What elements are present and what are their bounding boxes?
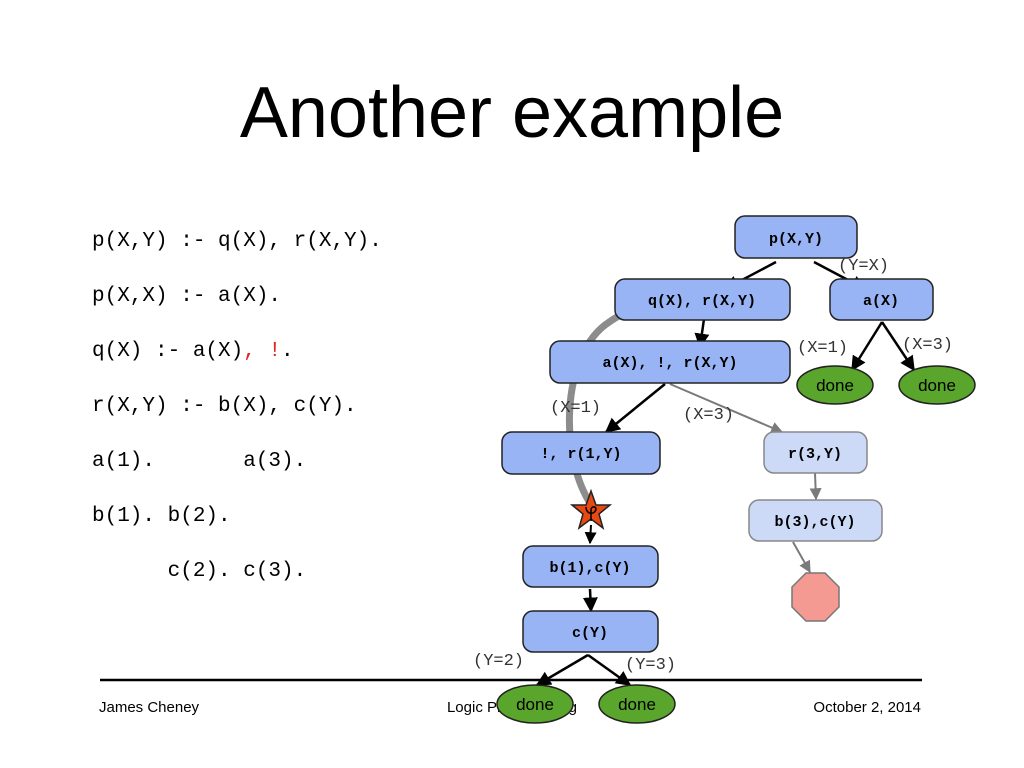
svg-text:a(X): a(X) xyxy=(863,293,899,310)
program-line-7: c(2). c(3). xyxy=(92,560,307,583)
node-conj: q(X), r(X,Y) xyxy=(614,278,791,321)
node-root: p(X,Y) xyxy=(734,215,858,259)
program-line-3: q(X) :- a(X), !. xyxy=(92,340,294,363)
cut-symbol-icon xyxy=(585,506,597,521)
svg-text:q(X), r(X,Y): q(X), r(X,Y) xyxy=(648,293,756,310)
svg-text:done: done xyxy=(816,376,854,395)
label-y3: (Y=3) xyxy=(625,656,676,675)
edge-conj2-cut xyxy=(604,383,666,433)
edge-conj2-r3y xyxy=(669,383,784,434)
svg-text:done: done xyxy=(516,695,554,714)
svg-text:done: done xyxy=(618,695,656,714)
footer-date: October 2, 2014 xyxy=(813,699,921,716)
label-y-eq-x: (Y=X) xyxy=(838,257,889,276)
edge-r3y-b3c xyxy=(809,472,822,501)
label-y2: (Y=2) xyxy=(473,652,524,671)
edge-ax-done2 xyxy=(880,321,916,372)
node-ax: a(X) xyxy=(829,278,934,321)
done-leaf-1: done xyxy=(796,365,874,405)
node-conj2: a(X), !, r(X,Y) xyxy=(549,340,791,384)
node-b1c: b(1),c(Y) xyxy=(522,545,659,588)
svg-text:c(Y): c(Y) xyxy=(572,625,608,642)
cut-annotation: , ! xyxy=(243,340,282,363)
edge-ax-done1 xyxy=(850,321,884,372)
label-x3-right: (X=3) xyxy=(902,336,953,355)
done-leaf-4: done xyxy=(598,684,676,724)
fail-stop-icon xyxy=(791,572,840,622)
label-x1-right: (X=1) xyxy=(797,339,848,358)
node-cut-r: !, r(1,Y) xyxy=(501,431,661,475)
program-line-5: a(1). a(3). xyxy=(92,450,307,473)
svg-text:a(X), !, r(X,Y): a(X), !, r(X,Y) xyxy=(602,355,737,372)
program-line-3-main: q(X) :- a(X) xyxy=(92,340,244,363)
program-line-1: p(X,Y) :- q(X), r(X,Y). xyxy=(92,230,382,253)
done-leaf-3: done xyxy=(496,684,574,724)
svg-text:!, r(1,Y): !, r(1,Y) xyxy=(540,446,621,463)
edge-b3c-fail xyxy=(792,541,811,574)
label-x3-mid: (X=3) xyxy=(683,406,734,425)
svg-text:r(3,Y): r(3,Y) xyxy=(788,446,842,463)
program-line-4: r(X,Y) :- b(X), c(Y). xyxy=(92,395,357,418)
program-line-6: b(1). b(2). xyxy=(92,505,231,528)
label-x1-left: (X=1) xyxy=(550,399,601,418)
done-leaf-2: done xyxy=(898,365,976,405)
svg-text:b(1),c(Y): b(1),c(Y) xyxy=(549,560,630,577)
node-cy: c(Y) xyxy=(522,610,659,653)
edge-b1c-cy xyxy=(582,588,598,613)
node-r3y: r(3,Y) xyxy=(763,431,868,474)
node-b3c: b(3),c(Y) xyxy=(748,499,883,542)
edge-cut-b1c xyxy=(584,524,597,545)
svg-text:p(X,Y): p(X,Y) xyxy=(769,231,823,248)
svg-text:done: done xyxy=(918,376,956,395)
slide-title: Another example xyxy=(239,73,785,153)
program-line-3-end: . xyxy=(281,340,294,363)
footer-author: James Cheney xyxy=(99,699,200,716)
svg-text:b(3),c(Y): b(3),c(Y) xyxy=(774,514,855,531)
program-line-2: p(X,X) :- a(X). xyxy=(92,285,282,308)
